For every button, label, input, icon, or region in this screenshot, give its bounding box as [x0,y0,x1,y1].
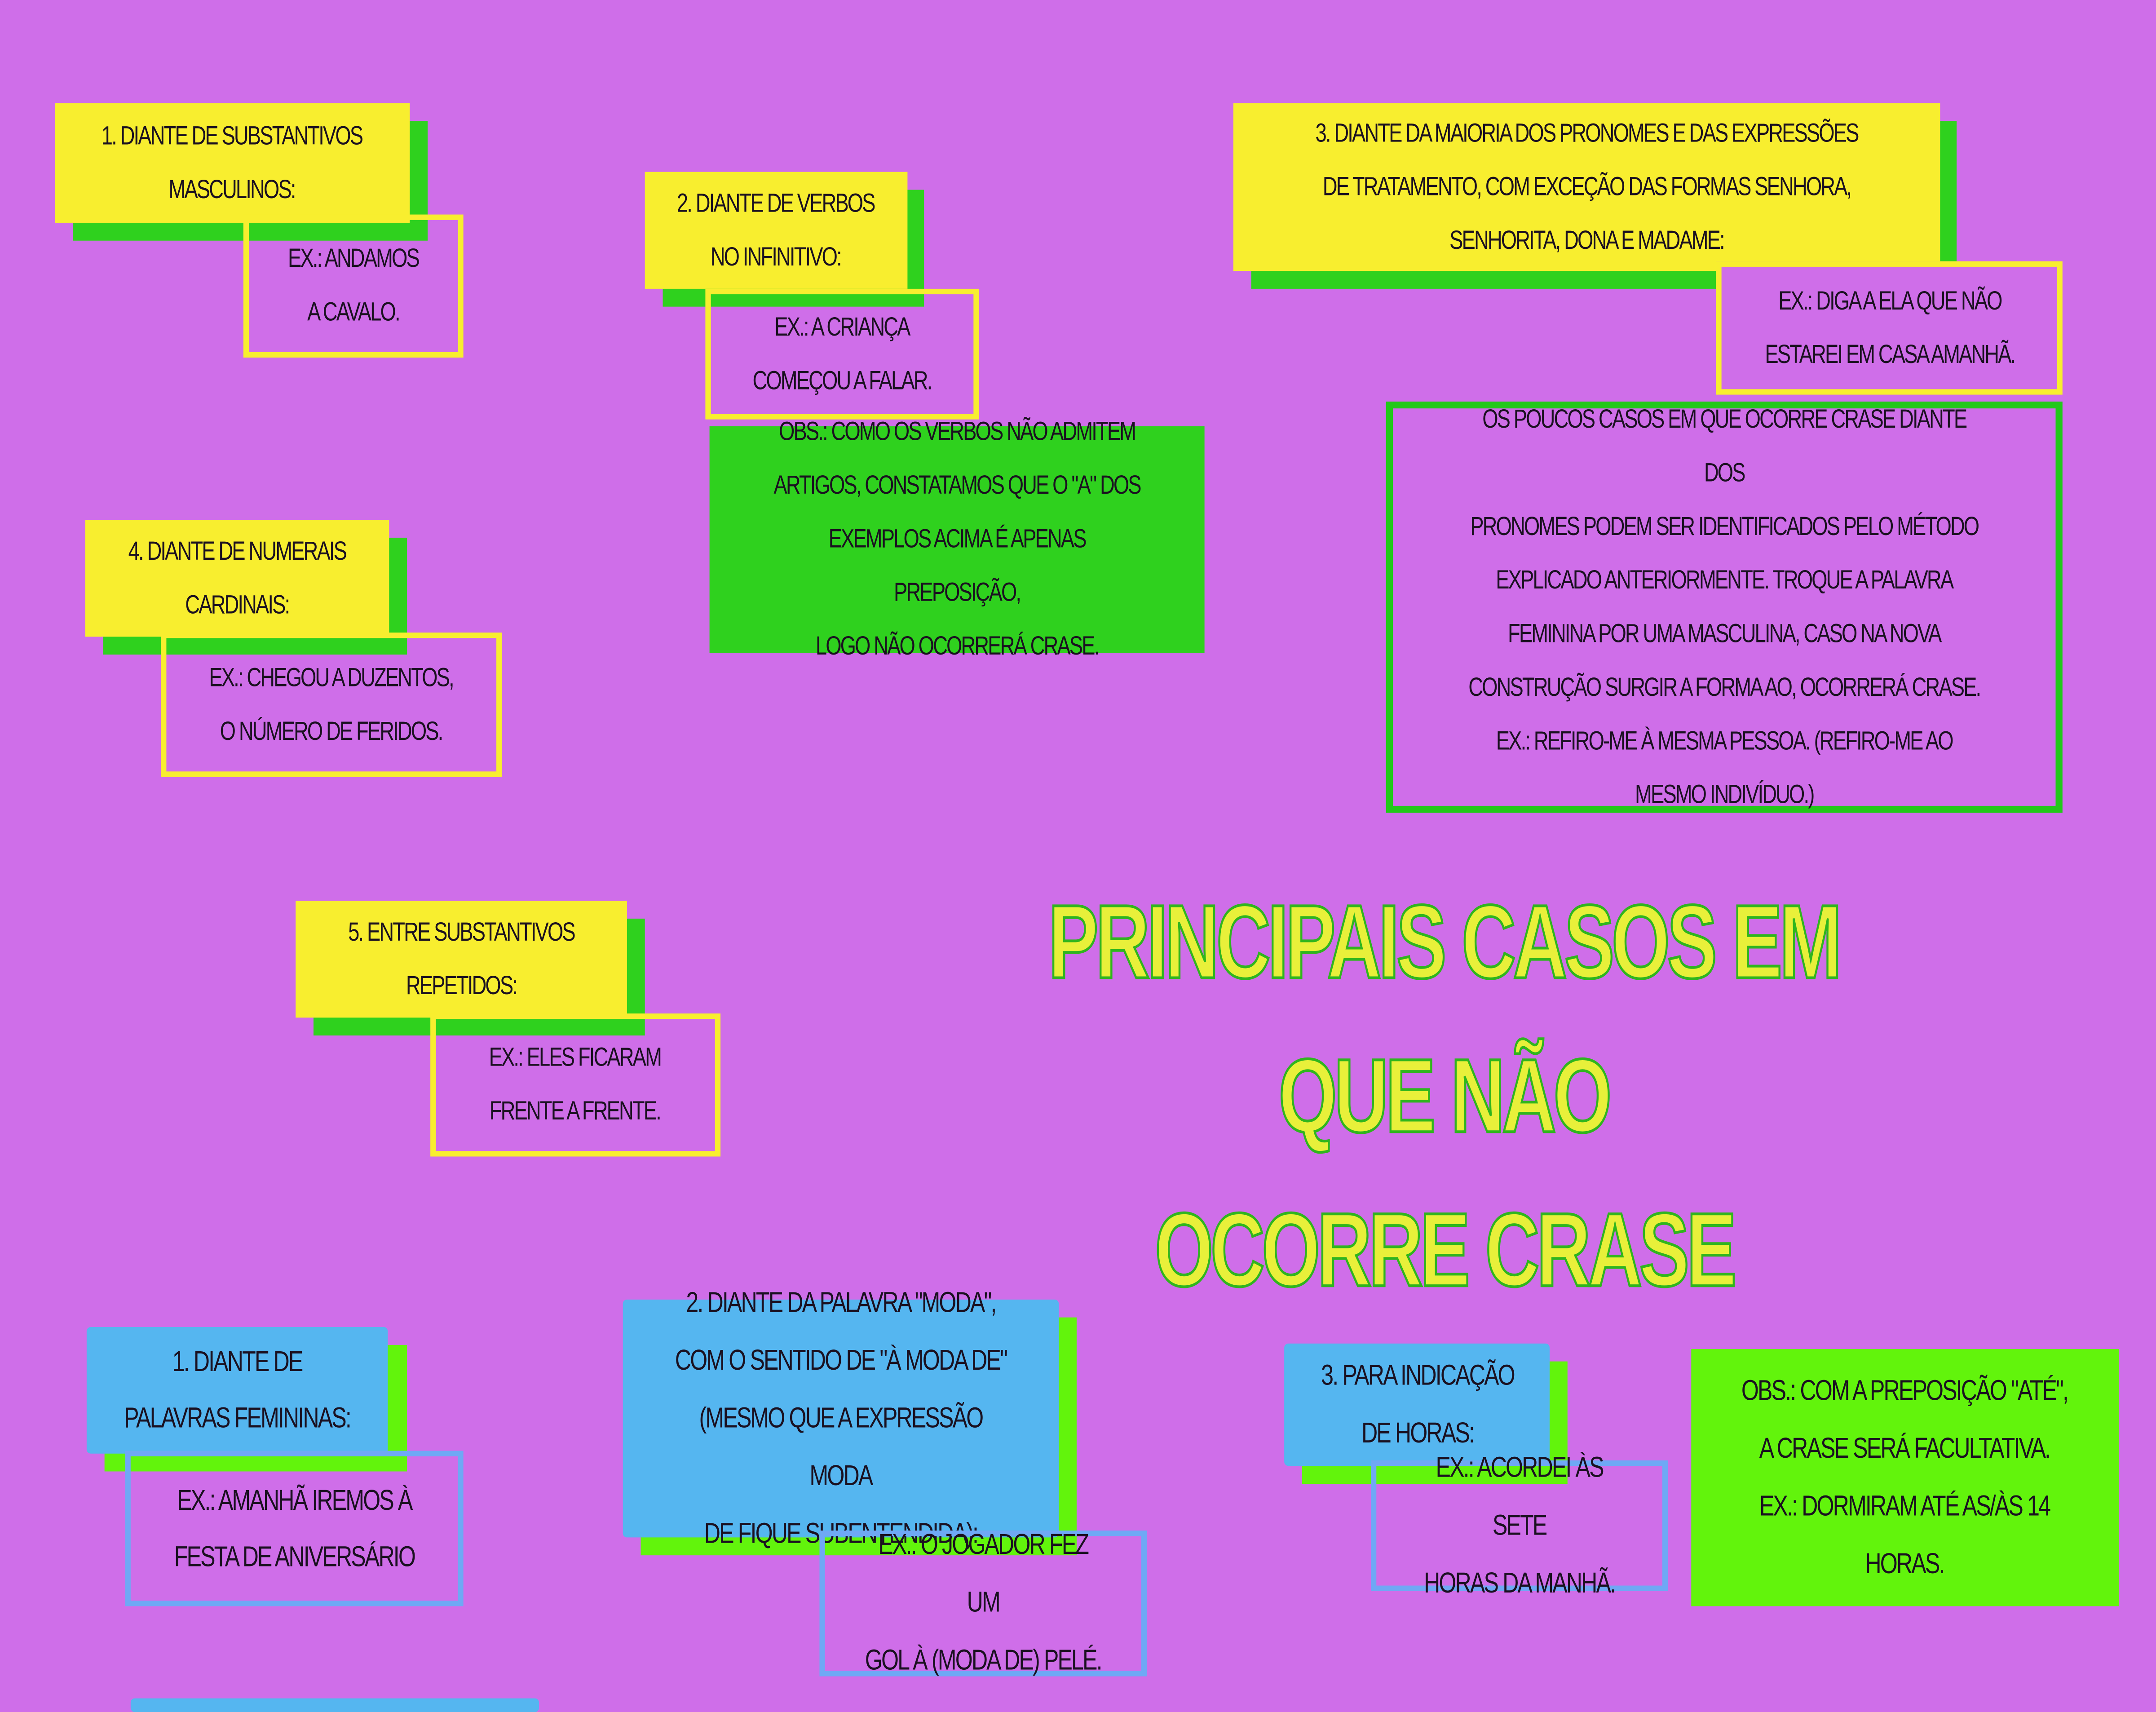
case-5-example-text: EX.: ELES FICARAM FRENTE A FRENTE. [489,1044,663,1127]
partial-box [130,1698,539,1712]
case-3-note-text: OS POUCOS CASOS EM QUE OCORRE CRASE DIAN… [1468,405,1981,810]
case-4-example: EX.: CHEGOU A DUZENTOS, O NÚMERO DE FERI… [161,633,502,777]
case-3-example: EX.: DIGA A ELA QUE NÃO ESTAREI EM CASA … [1716,261,2063,395]
case-2-example-text: EX.: A CRIANÇA COMEÇOU A FALAR. [753,313,933,396]
optional-case-1-example: EX.: AMANHÃ IREMOS À FESTA DE ANIVERSÁRI… [125,1451,464,1606]
optional-case-3-example: EX.: ACORDEI ÀS SETE HORAS DA MANHÃ. [1371,1451,1668,1599]
optional-case-3-heading: 3. PARA INDICAÇÃO DE HORAS: [1284,1343,1550,1466]
optional-case-2-example: EX.: O JOGADOR FEZ UM GOL À (MODA DE) PE… [819,1529,1147,1677]
optional-case-2-example-text: EX.: O JOGADOR FEZ UM GOL À (MODA DE) PE… [865,1529,1103,1677]
case-3-example-text: EX.: DIGA A ELA QUE NÃO ESTAREI EM CASA … [1764,287,2015,369]
case-4-example-text: EX.: CHEGOU A DUZENTOS, O NÚMERO DE FERI… [209,664,455,746]
case-2-example: EX.: A CRIANÇA COMEÇOU A FALAR. [705,288,979,420]
title-line-2: OCORRE CRASE [1153,1191,1737,1310]
case-1-example: EX.: ANDAMOS A CAVALO. [243,214,464,358]
optional-case-3-example-text: EX.: ACORDEI ÀS SETE HORAS DA MANHÃ. [1424,1451,1616,1599]
page-title: PRINCIPAIS CASOS EM QUE NÃO OCORRE CRASE [825,867,2063,1329]
title-line-1: PRINCIPAIS CASOS EM QUE NÃO [1047,883,1843,1156]
case-3-note: OS POUCOS CASOS EM QUE OCORRE CRASE DIAN… [1386,401,2063,813]
optional-case-2-heading: 2. DIANTE DA PALAVRA "MODA", COM O SENTI… [623,1287,1059,1549]
case-3-heading-text: 3. DIANTE DA MAIORIA DOS PRONOMES E DAS … [1315,119,1860,255]
case-4-heading-text: 4. DIANTE DE NUMERAIS CARDINAIS: [128,537,347,620]
case-2-note: OBS.: COMO OS VERBOS NÃO ADMITEM ARTIGOS… [709,418,1205,661]
case-1-example-text: EX.: ANDAMOS A CAVALO. [288,244,420,327]
case-5-heading-text: 5. ENTRE SUBSTANTIVOS REPETIDOS: [348,918,576,1001]
optional-case-1-heading-text: 1. DIANTE DE PALAVRAS FEMININAS: [124,1346,352,1434]
case-2-heading-text: 2. DIANTE DE VERBOS NO INFINITIVO: [677,189,876,272]
optional-case-1-example-text: EX.: AMANHÃ IREMOS À FESTA DE ANIVERSÁRI… [174,1484,415,1573]
case-1-heading-text: 1. DIANTE DE SUBSTANTIVOS MASCULINOS: [102,121,364,204]
case-1-heading: 1. DIANTE DE SUBSTANTIVOS MASCULINOS: [55,103,410,223]
optional-case-2-heading-text: 2. DIANTE DA PALAVRA "MODA", COM O SENTI… [675,1286,1008,1549]
case-2-heading: 2. DIANTE DE VERBOS NO INFINITIVO: [645,172,908,289]
case-2-note-text: OBS.: COMO OS VERBOS NÃO ADMITEM ARTIGOS… [773,418,1141,662]
optional-case-3-note: OBS.: COM A PREPOSIÇÃO "ATÉ", A CRASE SE… [1691,1349,2119,1606]
case-3-heading: 3. DIANTE DA MAIORIA DOS PRONOMES E DAS … [1233,103,1940,271]
case-5-heading: 5. ENTRE SUBSTANTIVOS REPETIDOS: [296,901,627,1018]
case-4-heading: 4. DIANTE DE NUMERAIS CARDINAIS: [85,520,389,637]
case-5-example: EX.: ELES FICARAM FRENTE A FRENTE. [430,1013,721,1157]
optional-case-3-note-text: OBS.: COM A PREPOSIÇÃO "ATÉ", A CRASE SE… [1742,1374,2069,1579]
optional-case-3-heading-text: 3. PARA INDICAÇÃO DE HORAS: [1320,1359,1515,1449]
optional-case-1-heading: 1. DIANTE DE PALAVRAS FEMININAS: [86,1327,388,1454]
